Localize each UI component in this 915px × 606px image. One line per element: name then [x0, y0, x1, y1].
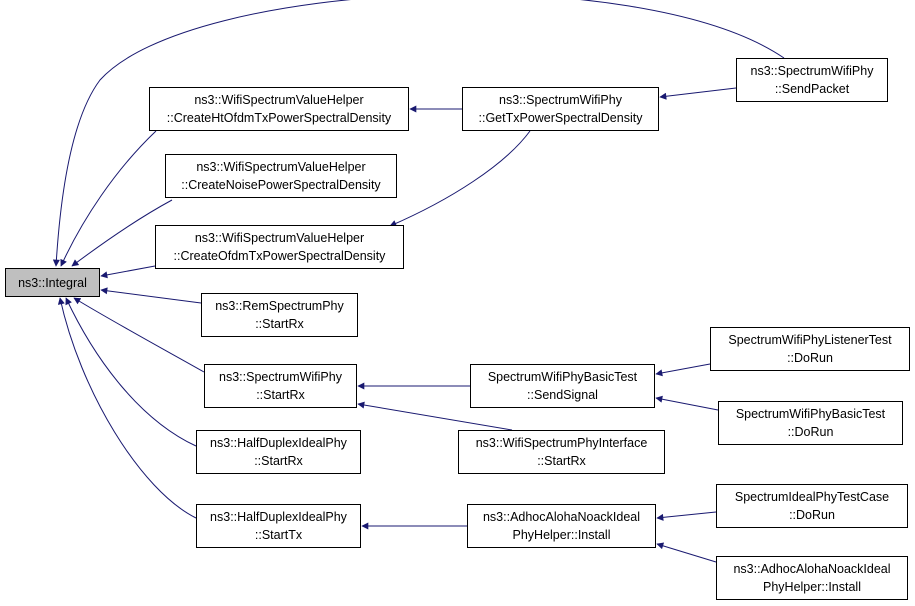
node-label-line: PhyHelper::Install: [512, 528, 611, 542]
node-label-line: SpectrumWifiPhyBasicTest: [487, 370, 638, 384]
node-label-line: ::DoRun: [787, 351, 833, 365]
node-label-line: ::CreateNoisePowerSpectralDensity: [181, 178, 381, 192]
node-label-line: ns3::WifiSpectrumValueHelper: [194, 231, 365, 245]
node-label-line: ::StartRx: [256, 388, 305, 402]
node-label-line: ns3::WifiSpectrumPhyInterface: [475, 436, 648, 450]
edge-spectrumwifiphy-startrx-to-integral: [73, 297, 205, 373]
node-label-line: ::DoRun: [787, 425, 834, 439]
node-label-line: SpectrumWifiPhyListenerTest: [728, 333, 892, 347]
node-label-line: ns3::WifiSpectrumValueHelper: [196, 160, 366, 174]
edge-adhoc-install-2-to-adhoc-install: [656, 542, 717, 563]
node-sendsignal[interactable]: SpectrumWifiPhyBasicTest::SendSignal: [470, 364, 655, 408]
node-label-line: ns3::SpectrumWifiPhy: [219, 370, 342, 384]
node-label-line: SpectrumWifiPhyBasicTest: [735, 407, 886, 421]
node-spectrumwifiphy-sendpacket[interactable]: ns3::SpectrumWifiPhy::SendPacket: [736, 58, 888, 102]
edge-halfduplex-starttx-to-integral: [57, 297, 197, 519]
node-basictest-dorun[interactable]: SpectrumWifiPhyBasicTest::DoRun: [718, 401, 903, 445]
node-halfduplex-starttx[interactable]: ns3::HalfDuplexIdealPhy::StartTx: [196, 504, 361, 548]
node-label-line: ::GetTxPowerSpectralDensity: [478, 111, 643, 125]
node-label-line: ::CreateOfdmTxPowerSpectralDensity: [173, 249, 386, 263]
node-createht[interactable]: ns3::WifiSpectrumValueHelper::CreateHtOf…: [149, 87, 409, 131]
edge-spectrumwifiphy-sendpacket-to-gettxpower: [659, 87, 737, 100]
edge-spectrumwifiphy-sendpacket-to-integral: [52, 0, 785, 267]
edge-createht-to-integral: [60, 130, 157, 267]
node-createofdm[interactable]: ns3::WifiSpectrumValueHelper::CreateOfdm…: [155, 225, 404, 269]
node-label-line: ::SendPacket: [774, 82, 850, 96]
node-createnoise[interactable]: ns3::WifiSpectrumValueHelper::CreateNois…: [165, 154, 397, 198]
node-label-line: ::CreateHtOfdmTxPowerSpectralDensity: [166, 111, 392, 125]
edge-wifiphyinterface-startrx-to-spectrumwifiphy-startrx: [357, 401, 513, 431]
node-listenertest-dorun[interactable]: SpectrumWifiPhyListenerTest::DoRun: [710, 327, 910, 371]
node-label-line: ns3::WifiSpectrumValueHelper: [194, 93, 364, 107]
node-label-line: ns3::RemSpectrumPhy: [215, 299, 344, 313]
node-label-line: ::StartRx: [255, 317, 304, 331]
node-label-line: ::SendSignal: [527, 388, 598, 402]
edge-basictest-dorun-to-sendsignal: [655, 395, 719, 411]
node-label-line: ::StartRx: [254, 454, 303, 468]
node-idealphytestcase-dorun[interactable]: SpectrumIdealPhyTestCase::DoRun: [716, 484, 908, 528]
node-label-line: ::StartTx: [254, 528, 303, 542]
node-label-line: ns3::HalfDuplexIdealPhy: [210, 510, 347, 524]
node-label-line: ns3::Integral: [18, 275, 87, 290]
node-label-line: ns3::HalfDuplexIdealPhy: [210, 436, 347, 450]
node-label-line: ns3::AdhocAlohaNoackIdeal: [482, 510, 641, 524]
edge-createofdm-to-integral: [100, 265, 156, 279]
node-label-line: ::StartRx: [537, 454, 586, 468]
node-label-line: ns3::SpectrumWifiPhy: [750, 64, 874, 78]
node-wifiphyinterface-startrx[interactable]: ns3::WifiSpectrumPhyInterface::StartRx: [458, 430, 665, 474]
node-label-line: PhyHelper::Install: [763, 580, 861, 594]
node-label-line: ns3::SpectrumWifiPhy: [499, 93, 622, 107]
edge-listenertest-dorun-to-sendsignal: [655, 363, 711, 377]
node-halfduplex-startrx[interactable]: ns3::HalfDuplexIdealPhy::StartRx: [196, 430, 361, 474]
node-label-line: ns3::AdhocAlohaNoackIdeal: [733, 562, 891, 576]
edge-createnoise-to-integral: [71, 199, 173, 267]
edge-idealphytestcase-dorun-to-adhoc-install: [656, 511, 717, 521]
node-gettxpower[interactable]: ns3::SpectrumWifiPhy::GetTxPowerSpectral…: [462, 87, 659, 131]
node-label-line: SpectrumIdealPhyTestCase: [734, 490, 890, 504]
node-spectrumwifiphy-startrx[interactable]: ns3::SpectrumWifiPhy::StartRx: [204, 364, 357, 408]
node-label-line: ::DoRun: [789, 508, 835, 522]
node-rem-startrx[interactable]: ns3::RemSpectrumPhy::StartRx: [201, 293, 358, 337]
edge-halfduplex-startrx-to-integral: [65, 297, 197, 447]
node-integral: ns3::Integral: [5, 268, 100, 297]
edge-gettxpower-to-createofdm: [389, 130, 531, 227]
edge-rem-startrx-to-integral: [100, 287, 202, 304]
